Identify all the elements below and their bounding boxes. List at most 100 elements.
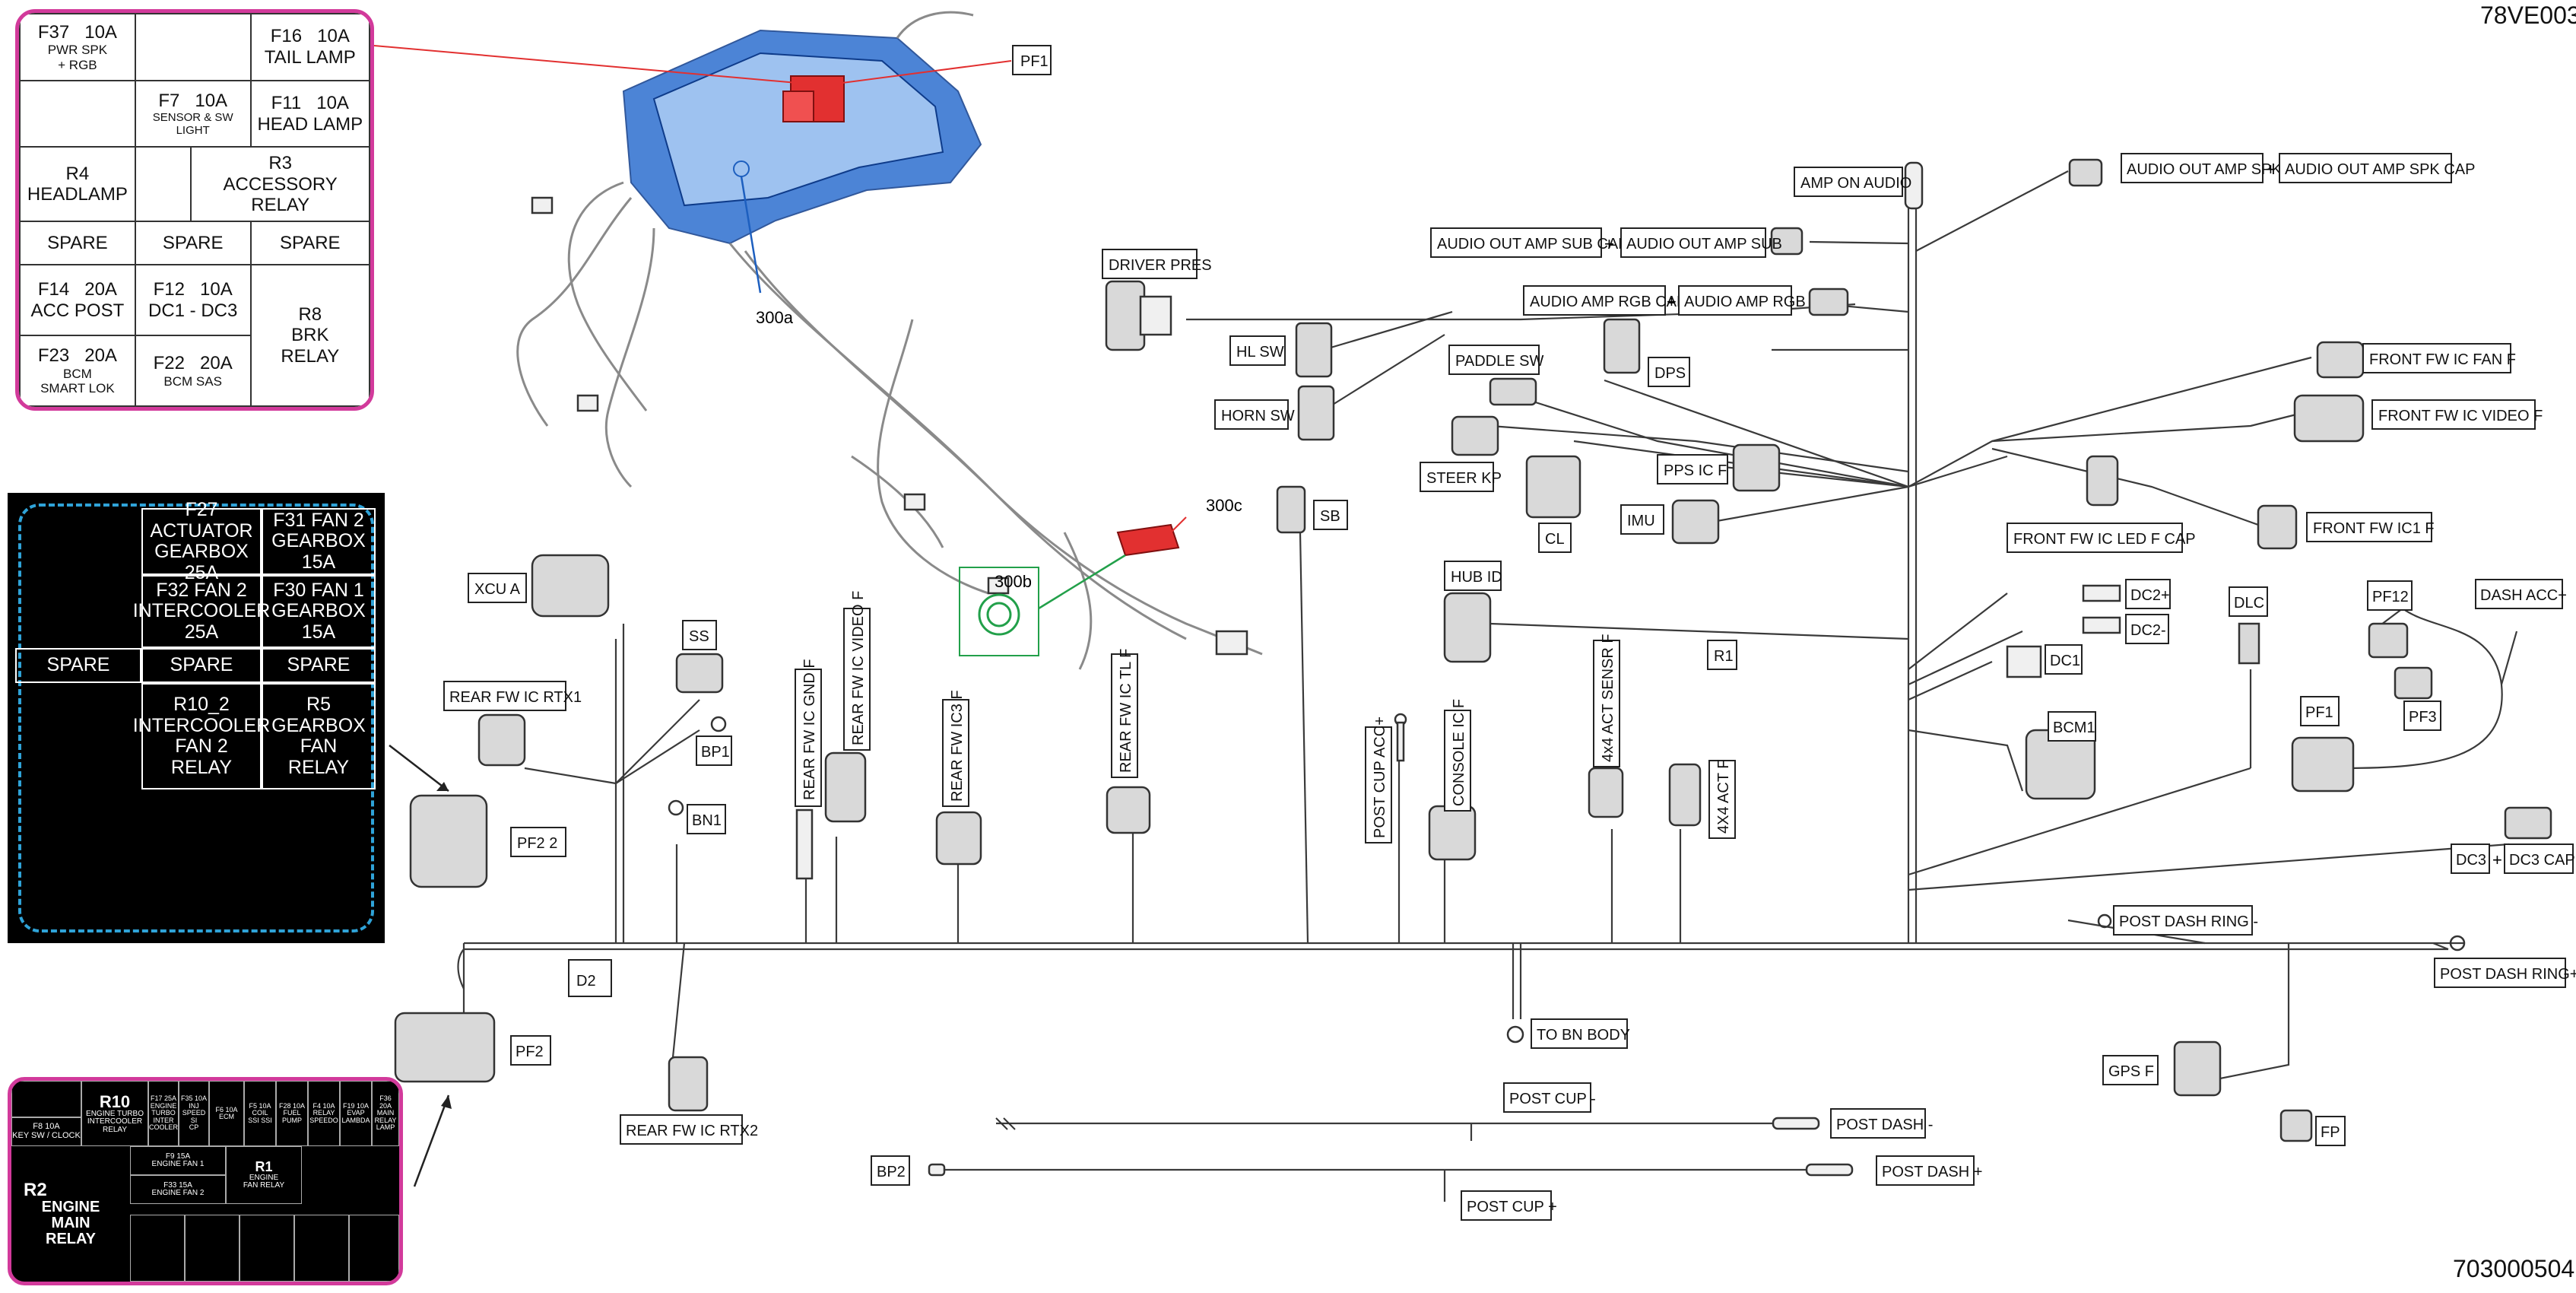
label-audio-out-amp-sub: AUDIO OUT AMP SUB xyxy=(1620,227,1782,258)
svg-text:POST CUP +: POST CUP + xyxy=(1467,1199,1557,1215)
fuse-box-dashed-outline xyxy=(18,504,374,932)
empty-slot xyxy=(134,146,192,223)
svg-text:PF12: PF12 xyxy=(2372,589,2409,605)
label-to-bn-body: TO BN BODY xyxy=(1531,1018,1630,1049)
plus-sign: + xyxy=(1667,292,1677,311)
svg-text:FRONT FW IC LED F CAP: FRONT FW IC LED F CAP xyxy=(2013,531,2196,548)
label-4x4-act-sensr-f: 4x4 ACT SENSR F xyxy=(1593,634,1620,767)
svg-text:REAR FW IC RTX1: REAR FW IC RTX1 xyxy=(449,689,582,706)
svg-text:SB: SB xyxy=(1320,508,1340,525)
label-pf3: PF3 xyxy=(2403,701,2441,731)
label-rear-fw-ic-tl-f: REAR FW IC TL F xyxy=(1111,649,1138,778)
connector-glyphs xyxy=(394,158,2552,1177)
svg-text:PF1: PF1 xyxy=(1020,53,1048,70)
empty-slot xyxy=(134,13,252,81)
svg-text:REAR FW IC TL F: REAR FW IC TL F xyxy=(1118,649,1134,773)
svg-text:AUDIO OUT AMP SPK CAP: AUDIO OUT AMP SPK CAP xyxy=(2285,161,2475,178)
svg-text:FRONT FW IC VIDEO F: FRONT FW IC VIDEO F xyxy=(2378,408,2543,424)
svg-text:BN1: BN1 xyxy=(692,812,722,829)
label-amp-on-audio: AMP ON AUDIO xyxy=(1794,167,1911,197)
svg-text:AUDIO OUT AMP SUB: AUDIO OUT AMP SUB xyxy=(1626,236,1782,253)
label-front-fw-ic-led-f-cap: FRONT FW IC LED F CAP xyxy=(2007,523,2196,553)
svg-text:FRONT FW IC1 F: FRONT FW IC1 F xyxy=(2313,520,2435,537)
svg-text:HORN SW: HORN SW xyxy=(1221,408,1295,424)
svg-text:BCM1: BCM1 xyxy=(2053,720,2095,736)
fuse-f37: F37 10A PWR SPK + RGB xyxy=(19,13,136,81)
svg-text:DASH ACC+: DASH ACC+ xyxy=(2480,587,2567,604)
label-cl: CL xyxy=(1538,523,1572,553)
wire-network xyxy=(457,170,2518,1202)
svg-text:DLC: DLC xyxy=(2234,595,2264,612)
svg-text:PF3: PF3 xyxy=(2409,709,2437,726)
spare-slot: SPARE xyxy=(15,648,141,683)
svg-text:REAR FW IC RTX2: REAR FW IC RTX2 xyxy=(626,1123,758,1139)
fuse-f7: F7 10A SENSOR & SW LIGHT xyxy=(134,79,252,148)
label-audio-amp-rgb-cap: AUDIO AMP RGB CAP xyxy=(1523,285,1686,316)
svg-text:AMP ON AUDIO: AMP ON AUDIO xyxy=(1800,175,1911,192)
label-horn-sw: HORN SW xyxy=(1214,399,1295,430)
empty-slot xyxy=(294,1215,349,1282)
label-rear-fw-ic-video-f: REAR FW IC VIDEO F xyxy=(843,591,871,751)
relay-r3: R3 ACCESSORY RELAY xyxy=(190,146,370,223)
svg-text:D2: D2 xyxy=(576,973,596,990)
svg-text:DC3: DC3 xyxy=(2456,852,2486,869)
fuse-f23: F23 20A BCM SMART LOK xyxy=(19,335,136,407)
spare-slot: SPARE xyxy=(249,221,370,266)
svg-text:POST DASH RING -: POST DASH RING - xyxy=(2119,913,2258,930)
svg-text:POST CUP -: POST CUP - xyxy=(1509,1091,1596,1107)
label-post-dash-plus: POST DASH + xyxy=(1876,1155,1982,1186)
label-steer-kp: STEER KP xyxy=(1420,462,1502,492)
label-post-cup-acc: POST CUP ACC+ xyxy=(1365,716,1392,843)
label-d2: D2 xyxy=(568,959,612,997)
svg-text:BP1: BP1 xyxy=(701,744,730,761)
fuse-f11: F11 10A HEAD LAMP xyxy=(249,79,370,148)
label-rear-fw-ic-rtx2: REAR FW IC RTX2 xyxy=(620,1114,758,1145)
label-bp2: BP2 xyxy=(871,1155,910,1186)
spare-slot: SPARE xyxy=(134,221,252,266)
label-audio-out-amp-spk: AUDIO OUT AMP SPK xyxy=(2121,153,2282,183)
svg-text:TO BN BODY: TO BN BODY xyxy=(1537,1027,1630,1044)
label-front-fw-ic-fan-f: FRONT FW IC FAN F xyxy=(2362,343,2516,373)
svg-text:PF2 2: PF2 2 xyxy=(517,835,557,852)
svg-text:BP2: BP2 xyxy=(877,1164,906,1180)
label-dlc: DLC xyxy=(2229,586,2268,617)
svg-text:HL SW: HL SW xyxy=(1236,344,1284,361)
svg-text:PPS IC F: PPS IC F xyxy=(1664,462,1727,479)
label-front-fw-ic1-f: FRONT FW IC1 F xyxy=(2306,512,2435,542)
relay-r2: R2 ENGINE MAIN RELAY xyxy=(24,1179,100,1248)
label-pf2-2: PF2 2 xyxy=(510,827,566,857)
svg-text:STEER KP: STEER KP xyxy=(1426,470,1502,487)
callout-300b: 300b xyxy=(995,572,1032,591)
svg-text:AUDIO OUT AMP SPK: AUDIO OUT AMP SPK xyxy=(2127,161,2282,178)
label-rear-fw-ic-rtx1: REAR FW IC RTX1 xyxy=(443,681,582,711)
label-dc2-minus: DC2- xyxy=(2125,614,2169,644)
callout-300c: 300c xyxy=(1206,496,1242,515)
label-dc2-plus: DC2+ xyxy=(2125,579,2171,609)
fuse-f12: F12 10A DC1 - DC3 xyxy=(134,264,252,337)
svg-text:AUDIO AMP RGB: AUDIO AMP RGB xyxy=(1684,294,1806,310)
svg-text:REAR FW IC GND F: REAR FW IC GND F xyxy=(801,659,818,800)
svg-text:AUDIO AMP RGB CAP: AUDIO AMP RGB CAP xyxy=(1530,294,1686,310)
svg-text:DPS: DPS xyxy=(1654,365,1686,382)
svg-text:DRIVER PRES: DRIVER PRES xyxy=(1109,257,1212,274)
label-xcu-a: XCU A xyxy=(468,573,527,603)
label-driver-pres: DRIVER PRES xyxy=(1102,249,1212,279)
drawing-code-bottom: 703000504 xyxy=(2453,1255,2575,1282)
empty-slot xyxy=(19,79,136,148)
label-pf1: PF1 xyxy=(2300,696,2340,726)
spare-slot: SPARE xyxy=(141,648,262,683)
spare-slot: SPARE xyxy=(262,648,376,683)
